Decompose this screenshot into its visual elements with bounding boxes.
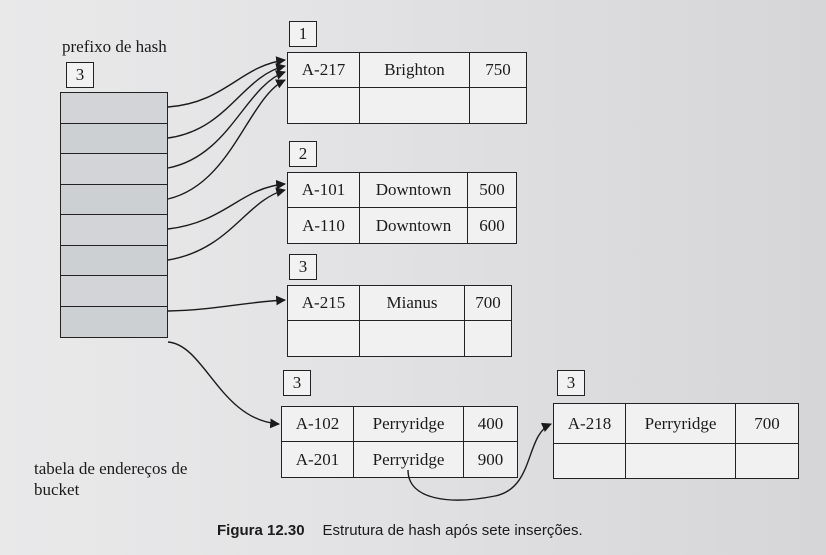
figure-caption-text: Estrutura de hash após sete inserções. bbox=[322, 522, 583, 539]
directory-entry bbox=[61, 154, 167, 185]
bucket-address-table bbox=[60, 92, 168, 338]
bucket-1-row-1: A-217 Brighton 750 bbox=[288, 53, 526, 88]
directory-entry bbox=[61, 123, 167, 154]
branch-name: Perryridge bbox=[354, 407, 464, 441]
pointer-arrow bbox=[167, 70, 286, 169]
bucket-4-depth: 3 bbox=[283, 370, 311, 396]
bucket-5: A-218 Perryridge 700 bbox=[553, 403, 799, 479]
bucket-3-depth: 3 bbox=[289, 254, 317, 280]
bucket-1-row-2 bbox=[288, 88, 526, 123]
bucket-3-row-2 bbox=[288, 321, 511, 356]
pointer-arrow bbox=[167, 187, 286, 261]
directory-entry bbox=[61, 215, 167, 246]
bucket-4-row-2: A-201 Perryridge 900 bbox=[282, 442, 517, 477]
directory-depth: 3 bbox=[66, 62, 94, 88]
balance: 400 bbox=[477, 414, 504, 433]
directory-entry bbox=[61, 245, 167, 276]
bucket-table-label-line2: bucket bbox=[34, 480, 80, 499]
bucket-2-row-1: A-101 Downtown 500 bbox=[288, 173, 516, 208]
pointer-arrow bbox=[167, 79, 286, 200]
bucket-1: A-217 Brighton 750 bbox=[287, 52, 527, 124]
balance: 700 bbox=[475, 293, 501, 312]
bucket-5-depth: 3 bbox=[557, 370, 585, 396]
bucket-1-depth: 1 bbox=[289, 21, 317, 47]
directory-entry bbox=[61, 93, 167, 124]
account-number: A-102 bbox=[282, 407, 354, 441]
figure-caption: Figura 12.30 Estrutura de hash após sete … bbox=[217, 522, 583, 539]
balance: 750 bbox=[485, 60, 511, 79]
branch-name: Mianus bbox=[360, 286, 465, 320]
balance: 900 bbox=[477, 449, 504, 469]
account-number: A-101 bbox=[288, 173, 360, 207]
branch-name: Perryridge bbox=[626, 404, 736, 443]
pointer-arrow bbox=[167, 179, 286, 230]
account-number bbox=[288, 321, 360, 356]
branch-name bbox=[360, 88, 470, 123]
branch-name: Brighton bbox=[360, 53, 470, 87]
pointer-arrow bbox=[167, 341, 280, 429]
branch-name bbox=[626, 444, 736, 478]
account-number: A-110 bbox=[288, 208, 360, 243]
figure-number: Figura 12.30 bbox=[217, 522, 305, 539]
bucket-table-label-line1: tabela de endereços de bbox=[34, 459, 188, 478]
pointer-arrow bbox=[167, 295, 286, 312]
account-number bbox=[554, 444, 626, 478]
directory-entry bbox=[61, 184, 167, 215]
balance: 600 bbox=[479, 215, 505, 235]
balance: 500 bbox=[479, 180, 505, 199]
account-number bbox=[288, 88, 360, 123]
branch-name: Downtown bbox=[360, 208, 468, 243]
directory-entry bbox=[61, 306, 167, 337]
branch-name: Perryridge bbox=[354, 442, 464, 477]
account-number: A-201 bbox=[282, 442, 354, 477]
balance: 700 bbox=[754, 413, 780, 433]
account-number: A-217 bbox=[288, 53, 360, 87]
bucket-2-row-2: A-110 Downtown 600 bbox=[288, 208, 516, 243]
bucket-2: A-101 Downtown 500 A-110 Downtown 600 bbox=[287, 172, 517, 244]
bucket-3-row-1: A-215 Mianus 700 bbox=[288, 286, 511, 321]
bucket-4: A-102 Perryridge 400 A-201 Perryridge 90… bbox=[281, 406, 518, 478]
pointer-arrow bbox=[167, 56, 286, 108]
bucket-2-depth: 2 bbox=[289, 141, 317, 167]
branch-name bbox=[360, 321, 465, 356]
directory-entry bbox=[61, 276, 167, 307]
bucket-5-row-1: A-218 Perryridge 700 bbox=[554, 404, 798, 444]
account-number: A-215 bbox=[288, 286, 360, 320]
bucket-4-row-1: A-102 Perryridge 400 bbox=[282, 407, 517, 442]
hash-prefix-label: prefixo de hash bbox=[62, 37, 167, 56]
account-number: A-218 bbox=[554, 404, 626, 443]
bucket-3: A-215 Mianus 700 bbox=[287, 285, 512, 357]
pointer-arrow bbox=[167, 63, 286, 139]
branch-name: Downtown bbox=[360, 173, 468, 207]
overflow-pointer-arrow bbox=[407, 422, 552, 501]
bucket-5-row-2 bbox=[554, 444, 798, 478]
